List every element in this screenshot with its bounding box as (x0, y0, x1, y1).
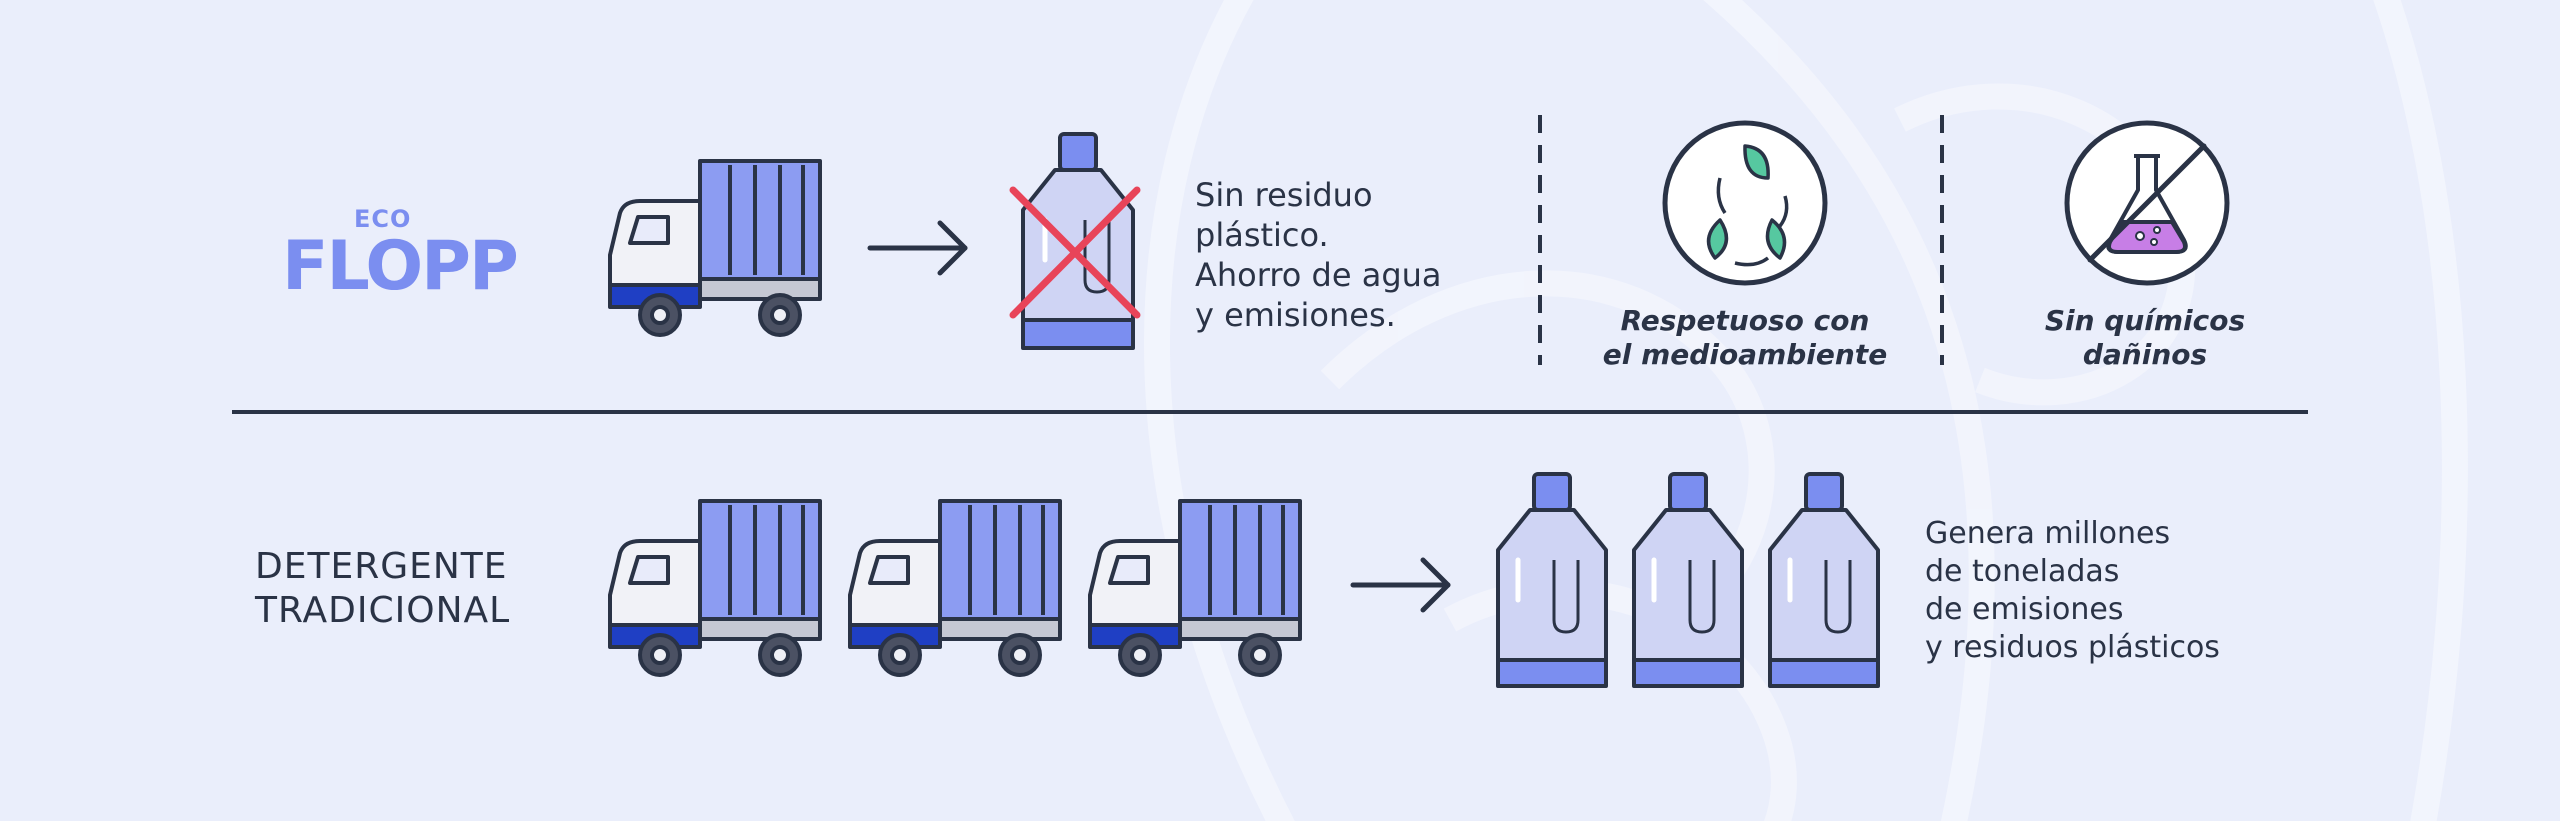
benefit-text: Sin residuo plástico. Ahorro de agua y e… (1195, 175, 1442, 335)
impact-text: Genera millones de toneladas de emisione… (1925, 515, 2220, 667)
arrow-right-icon (1350, 557, 1451, 613)
impact-line: y residuos plásticos (1925, 630, 2220, 665)
arrow-right-icon (867, 220, 968, 276)
plastic-bottle-icon (1768, 472, 1880, 688)
traditional-label: DETERGENTE TRADICIONAL (255, 545, 510, 633)
badge-chem-label: Sin químicos dañinos (2000, 304, 2290, 372)
brand-eco: ECO (354, 205, 412, 233)
badge-line: Respetuoso con (1620, 304, 1870, 337)
recycle-leaves-icon (1662, 120, 1828, 286)
traditional-line: DETERGENTE (255, 546, 508, 587)
truck-icon (848, 499, 1062, 677)
crossed-bottle-icon (1009, 132, 1141, 350)
benefit-line: Sin residuo (1195, 176, 1373, 214)
badge-line: el medioambiente (1602, 338, 1888, 371)
impact-line: Genera millones (1925, 516, 2171, 551)
badge-line: Sin químicos (2044, 304, 2246, 337)
brand-logo: ECO FLOPP (282, 205, 519, 306)
benefit-line: Ahorro de agua (1195, 256, 1442, 294)
plastic-bottle-icon (1496, 472, 1608, 688)
truck-icon (1088, 499, 1302, 677)
no-chemicals-flask-icon (2064, 120, 2230, 286)
eco-truck-icon (608, 159, 822, 337)
impact-line: de emisiones (1925, 592, 2124, 627)
benefit-line: y emisiones. (1195, 296, 1396, 334)
plastic-bottle-icon (1632, 472, 1744, 688)
badge-line: dañinos (2082, 338, 2208, 371)
benefit-line: plástico. (1195, 216, 1329, 254)
truck-icon (608, 499, 822, 677)
badge-eco-label: Respetuoso con el medioambiente (1590, 304, 1900, 372)
dashed-divider (1538, 115, 1542, 365)
dashed-divider (1940, 115, 1944, 365)
section-divider (232, 410, 2308, 414)
brand-name: FLOPP (282, 227, 519, 306)
impact-line: de toneladas (1925, 554, 2120, 589)
traditional-line: TRADICIONAL (255, 590, 511, 631)
